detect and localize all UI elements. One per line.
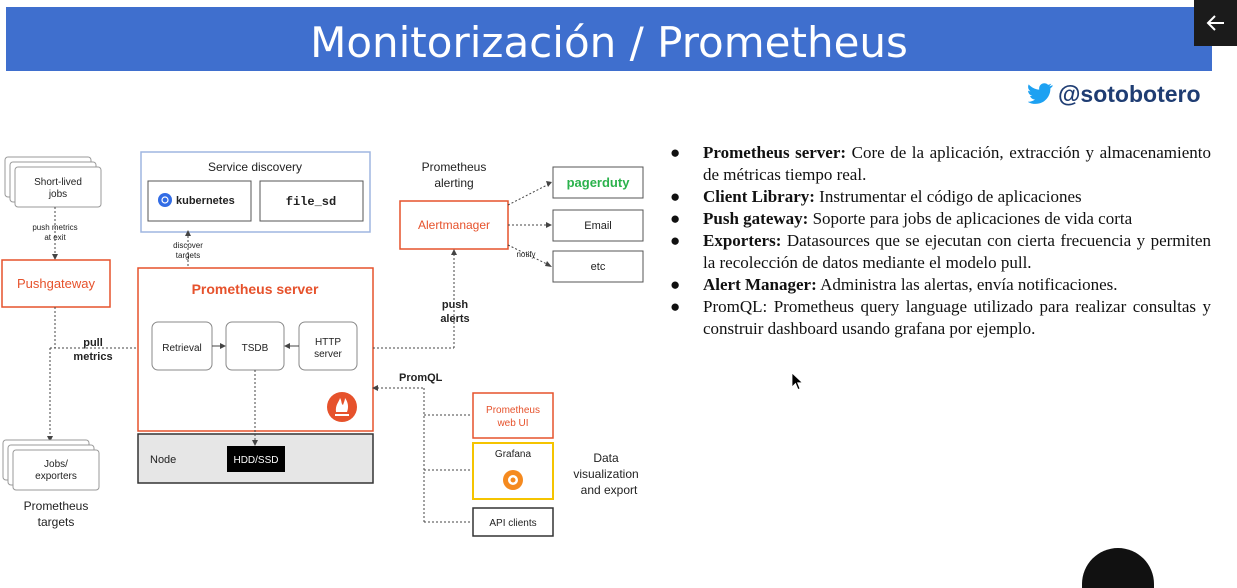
- push-metrics-label-2: at exit: [44, 233, 66, 242]
- prometheus-server-label: Prometheus server: [192, 281, 319, 297]
- bullet-item: ●Client Library: Instrumentar el código …: [670, 187, 1082, 206]
- data-viz-label-1: Data: [593, 451, 619, 465]
- etc-box: etc: [552, 250, 644, 283]
- back-arrow-icon: [1206, 15, 1224, 31]
- jobs-exporters-label-2: exporters: [35, 471, 77, 482]
- title-banner: Monitorización / Prometheus: [6, 7, 1212, 71]
- bullet-item: ●Prometheus server: Core de la aplicació…: [670, 143, 1211, 184]
- discover-targets-label-2: targets: [176, 251, 200, 260]
- kubernetes-label: kubernetes: [176, 195, 235, 207]
- push-alerts-label-1: push: [442, 299, 469, 311]
- push-metrics-label-1: push metrics: [32, 223, 77, 232]
- slide-title: Monitorización / Prometheus: [310, 18, 908, 67]
- prometheus-targets-label-2: targets: [38, 515, 75, 529]
- etc-label: etc: [591, 261, 606, 273]
- prometheus-targets-label-1: Prometheus: [24, 499, 89, 513]
- back-button[interactable]: [1194, 0, 1237, 46]
- hdd-ssd-label: HDD/SSD: [233, 455, 278, 466]
- jobs-exporters-label-1: Jobs/: [44, 459, 68, 470]
- twitter-credit: @sotobotero: [1028, 80, 1201, 108]
- prometheus-flame-icon: [327, 392, 357, 422]
- short-lived-jobs-box: Short-lived jobs: [4, 156, 102, 208]
- kubernetes-icon: [158, 193, 172, 207]
- data-viz-label-2: visualization: [573, 467, 638, 481]
- prometheus-architecture-diagram: Short-lived jobs push metrics at exit Pu…: [1, 151, 644, 537]
- email-box: Email: [552, 209, 644, 242]
- twitter-handle: @sotobotero: [1058, 80, 1201, 107]
- retrieval-label: Retrieval: [162, 343, 201, 354]
- twitter-bird-icon: [1028, 83, 1053, 104]
- push-alerts-label-2: alerts: [440, 313, 469, 325]
- node-label: Node: [150, 454, 176, 466]
- api-clients-label: API clients: [489, 518, 536, 529]
- service-discovery-label: Service discovery: [208, 160, 302, 174]
- bullet-item: ●Push gateway: Soporte para jobs de apli…: [670, 209, 1133, 228]
- promql-label: PromQL: [399, 372, 443, 384]
- prometheus-web-ui-box: Prometheus web UI: [472, 392, 554, 439]
- prometheus-alerting-label-2: alerting: [434, 176, 473, 190]
- notify-label: notify: [516, 250, 535, 259]
- web-ui-label-2: web UI: [496, 418, 528, 429]
- tsdb-label: TSDB: [242, 343, 269, 354]
- presenter-head: [1082, 548, 1154, 588]
- grafana-label: Grafana: [495, 449, 532, 460]
- http-server-label-1: HTTP: [315, 337, 341, 348]
- service-discovery-box: Service discovery kubernetes file_sd: [140, 151, 371, 233]
- file-sd-label: file_sd: [286, 195, 336, 209]
- pushgateway-label: Pushgateway: [17, 276, 96, 291]
- api-clients-box: API clients: [472, 507, 554, 537]
- bullet-item: ●PromQL: Prometheus query language utili…: [670, 297, 1211, 338]
- prometheus-alerting-label-1: Prometheus: [422, 160, 487, 174]
- pull-metrics-label-2: metrics: [73, 351, 112, 363]
- short-lived-label-1: Short-lived: [34, 177, 82, 188]
- bullet-item: ●Alert Manager: Administra las alertas, …: [670, 275, 1118, 294]
- component-bullet-list: ●Prometheus server: Core de la aplicació…: [666, 142, 1211, 340]
- alertmanager-label: Alertmanager: [418, 218, 490, 232]
- alertmanager-box: Alertmanager: [399, 200, 509, 250]
- mouse-cursor-icon: [791, 372, 804, 391]
- pagerduty-box: pagerduty: [552, 166, 644, 199]
- short-lived-label-2: jobs: [48, 189, 67, 200]
- web-ui-label-1: Prometheus: [486, 405, 540, 416]
- discover-targets-label-1: discover: [173, 241, 203, 250]
- grafana-icon: [503, 470, 523, 490]
- bullet-item: ●Exporters: Datasources que se ejecutan …: [670, 231, 1211, 272]
- pushgateway-box: Pushgateway: [1, 259, 111, 308]
- pull-metrics-label-1: pull: [83, 337, 103, 349]
- pagerduty-label: pagerduty: [567, 175, 631, 190]
- jobs-exporters-box: Jobs/ exporters: [2, 439, 100, 491]
- http-server-label-2: server: [314, 349, 342, 360]
- data-viz-label-3: and export: [581, 483, 638, 497]
- email-label: Email: [584, 220, 612, 232]
- grafana-box: Grafana: [472, 442, 554, 500]
